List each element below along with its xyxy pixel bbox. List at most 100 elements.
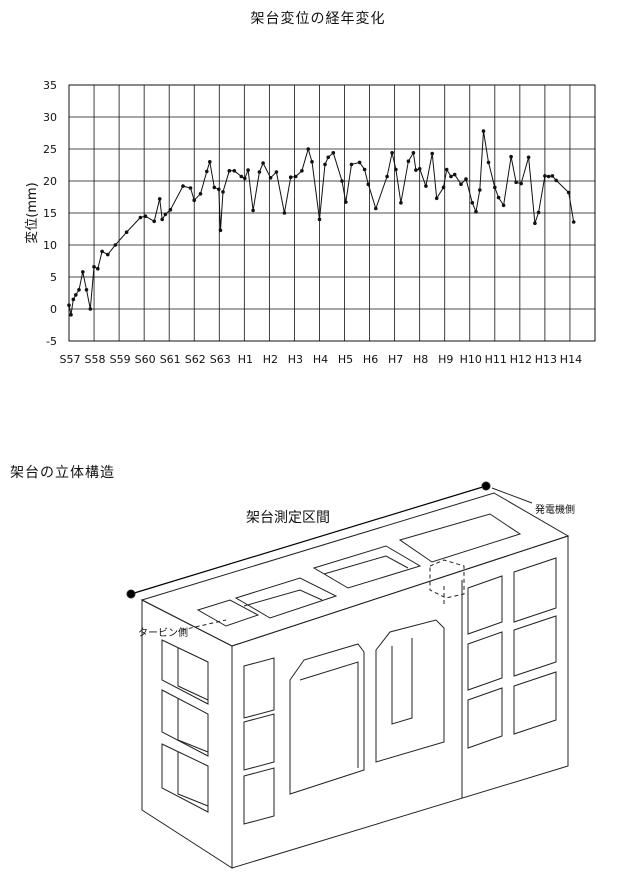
data-point xyxy=(71,297,76,302)
y-axis-label: 変位(mm) xyxy=(24,182,40,243)
data-point xyxy=(430,151,435,156)
turbine-dashed-line xyxy=(181,619,227,631)
x-tick-label: H14 xyxy=(560,353,582,366)
x-tick-label: H4 xyxy=(313,353,328,366)
data-point xyxy=(496,195,501,200)
data-point xyxy=(88,307,93,311)
y-tick-label: 30 xyxy=(43,111,57,124)
top-opening-4 xyxy=(398,513,522,563)
data-point xyxy=(212,185,217,190)
left-opening-3 xyxy=(161,743,209,813)
data-point xyxy=(481,129,486,133)
data-point xyxy=(157,197,162,201)
data-point xyxy=(385,174,389,179)
data-point xyxy=(571,220,576,224)
data-point xyxy=(362,167,367,172)
left-opening-2 xyxy=(161,689,209,757)
y-tick-label: 15 xyxy=(43,207,57,220)
gen-opening-1 xyxy=(467,575,503,635)
data-point xyxy=(533,221,537,225)
data-point xyxy=(138,215,143,220)
data-point xyxy=(390,151,394,155)
data-point xyxy=(543,174,547,178)
data-point xyxy=(310,160,314,164)
data-point xyxy=(501,203,506,208)
data-point xyxy=(251,208,255,213)
data-point xyxy=(406,159,411,163)
y-tick-label: 5 xyxy=(50,271,57,284)
data-point xyxy=(519,181,523,186)
y-tick-label: 20 xyxy=(43,175,57,188)
data-point xyxy=(288,175,293,179)
x-tick-label: H7 xyxy=(388,353,403,366)
data-point xyxy=(444,167,449,172)
x-tick-label: H2 xyxy=(263,353,278,366)
data-point xyxy=(293,174,298,179)
data-point xyxy=(106,252,110,257)
data-point xyxy=(424,184,428,188)
data-point xyxy=(509,154,513,159)
data-point xyxy=(124,230,129,234)
data-point xyxy=(459,182,463,186)
top-opening-1 xyxy=(196,599,260,627)
left-opening-inner-1 xyxy=(177,648,209,701)
data-point xyxy=(77,288,81,292)
top-opening-2 xyxy=(234,577,338,619)
data-point xyxy=(160,217,164,222)
data-point xyxy=(227,169,232,173)
arch-inner-1 xyxy=(299,661,359,768)
data-point xyxy=(232,169,237,173)
data-point xyxy=(74,293,78,297)
x-tick-label: H10 xyxy=(460,353,482,366)
measurement-start-point xyxy=(126,589,136,599)
front-opening-l1 xyxy=(243,657,275,719)
front-opening-l3 xyxy=(243,767,275,825)
data-point xyxy=(282,211,287,215)
data-point xyxy=(411,151,416,155)
x-tick-label: S57 xyxy=(60,353,81,366)
generator-leader xyxy=(491,487,533,504)
data-point xyxy=(274,170,279,174)
top-opening-3 xyxy=(312,545,422,589)
data-point xyxy=(399,201,403,205)
data-point xyxy=(92,265,96,269)
x-tick-label: H5 xyxy=(338,353,353,366)
y-tick-label: 35 xyxy=(43,79,57,92)
gen-opening-6 xyxy=(513,671,557,735)
data-point xyxy=(514,180,518,185)
data-point xyxy=(261,161,265,165)
measurement-label: 架台測定区間 xyxy=(246,510,330,526)
data-point xyxy=(81,270,85,274)
chart-title: 架台変位の経年変化 xyxy=(250,11,386,27)
y-tick-label: 25 xyxy=(43,143,57,156)
data-point xyxy=(205,169,209,174)
top-face xyxy=(140,492,570,647)
front-face xyxy=(231,535,569,869)
hidden-column-dashed xyxy=(429,559,465,599)
data-point xyxy=(449,174,453,179)
data-point xyxy=(163,212,168,217)
data-point xyxy=(349,162,354,167)
data-point xyxy=(306,147,311,151)
data-point xyxy=(414,168,418,172)
data-point xyxy=(243,176,247,181)
x-tick-label: S61 xyxy=(160,353,181,366)
gen-opening-3 xyxy=(467,631,503,691)
data-point xyxy=(188,186,193,190)
data-point xyxy=(434,196,439,201)
gen-opening-5 xyxy=(467,687,503,749)
data-point xyxy=(239,174,244,179)
data-point xyxy=(474,209,478,214)
data-point xyxy=(366,182,371,186)
data-point xyxy=(323,162,327,167)
data-point xyxy=(257,170,262,174)
data-point xyxy=(67,303,71,308)
data-point xyxy=(526,155,531,160)
x-tick-label: H12 xyxy=(510,353,532,366)
measurement-line xyxy=(130,485,487,595)
data-point xyxy=(100,249,104,254)
gen-opening-4 xyxy=(513,615,557,677)
